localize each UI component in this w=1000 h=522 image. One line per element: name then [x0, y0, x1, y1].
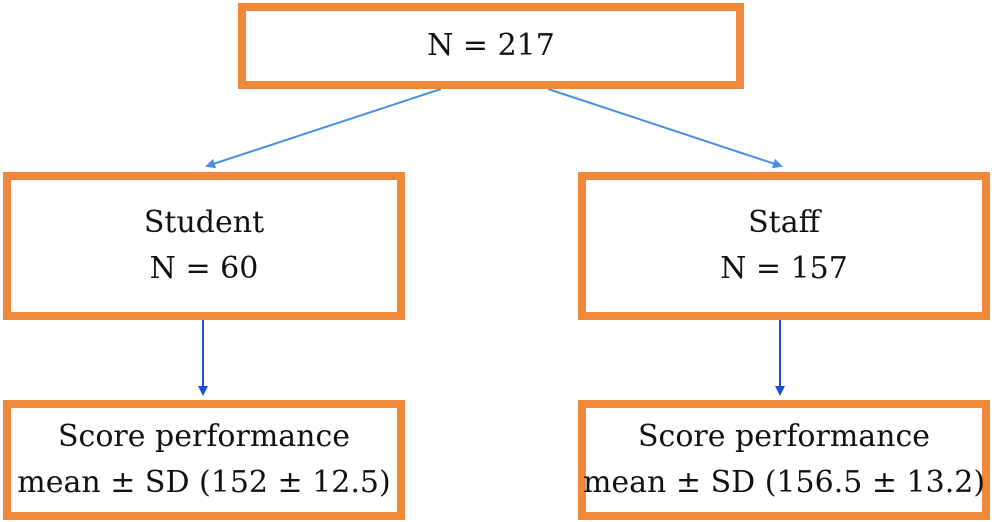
staff-count-label: N = 157 [720, 251, 848, 286]
root-box: N = 217 [238, 3, 744, 89]
staff-group-name: Staff [748, 205, 820, 240]
arrow-root-to-staff [547, 88, 783, 169]
student-score-box: Score performance mean ± SD (152 ± 12.5) [3, 400, 405, 520]
student-score-value: mean ± SD (152 ± 12.5) [17, 465, 391, 500]
student-score-title: Score performance [57, 419, 351, 454]
root-count-label: N = 217 [427, 28, 555, 63]
staff-score-box: Score performance mean ± SD (156.5 ± 13.… [578, 400, 990, 520]
student-count-label: N = 60 [149, 251, 259, 286]
staff-score-title: Score performance [637, 419, 931, 454]
arrow-root-to-student [205, 88, 442, 169]
staff-box: Staff N = 157 [578, 172, 990, 320]
student-box: Student N = 60 [3, 172, 405, 320]
student-group-name: Student [143, 205, 265, 240]
staff-score-value: mean ± SD (156.5 ± 13.2) [582, 465, 986, 500]
